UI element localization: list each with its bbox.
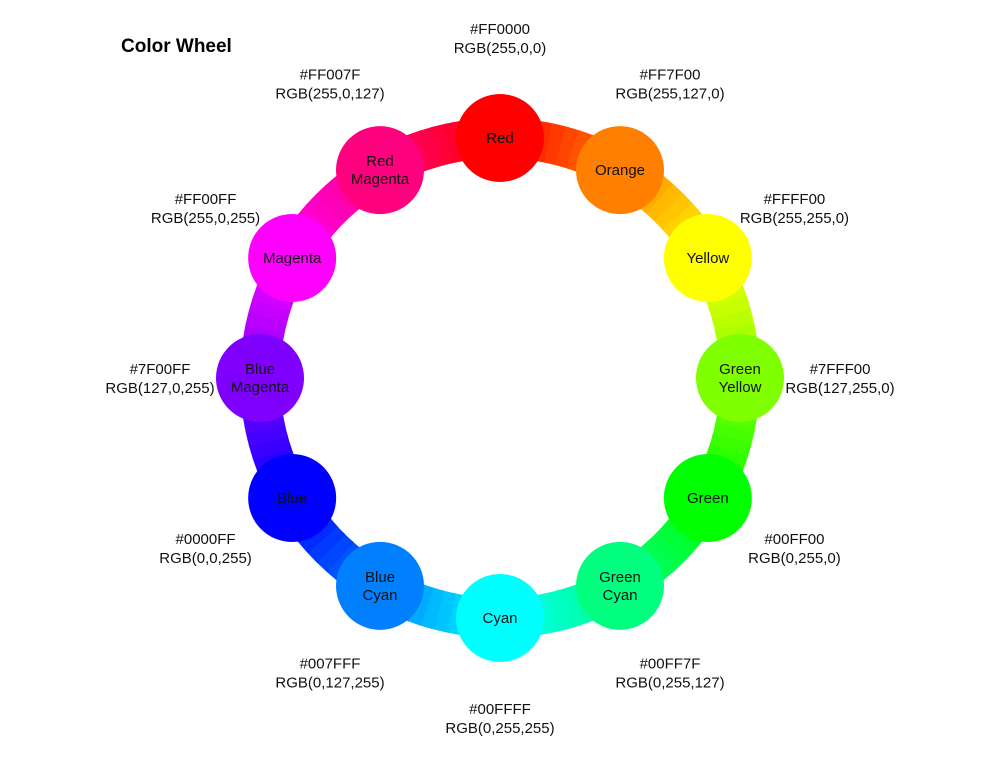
color-node-green-cyan bbox=[576, 541, 664, 630]
rgb-code-blue-magenta: RGB(127,0,255) bbox=[105, 380, 214, 397]
page-title: Color Wheel bbox=[121, 36, 232, 57]
color-name-red-magenta: Red bbox=[366, 153, 394, 170]
rgb-code-red-magenta: RGB(255,0,127) bbox=[275, 86, 384, 103]
color-name-yellow: Yellow bbox=[686, 250, 729, 267]
rgb-code-green-cyan: RGB(0,255,127) bbox=[615, 674, 724, 691]
rgb-code-blue: RGB(0,0,255) bbox=[159, 550, 252, 567]
color-name-green-yellow: Green bbox=[719, 361, 761, 378]
hex-code-blue-cyan: #007FFF bbox=[300, 655, 361, 672]
rgb-code-cyan: RGB(0,255,255) bbox=[445, 720, 554, 737]
color-node-green-yellow bbox=[696, 334, 784, 422]
hex-code-cyan: #00FFFF bbox=[469, 701, 531, 718]
color-name-blue-cyan: Blue bbox=[365, 569, 395, 586]
hex-code-blue-magenta: #7F00FF bbox=[130, 361, 191, 378]
color-node-blue-cyan bbox=[336, 541, 424, 630]
hex-code-green-cyan: #00FF7F bbox=[640, 655, 701, 672]
color-node-blue bbox=[248, 454, 337, 542]
rgb-code-magenta: RGB(255,0,255) bbox=[151, 210, 260, 227]
color-name-green: Green bbox=[687, 490, 729, 507]
color-node-red-magenta bbox=[336, 126, 424, 215]
color-name-magenta: Magenta bbox=[263, 250, 322, 267]
hex-code-orange: #FF7F00 bbox=[640, 67, 701, 84]
rgb-code-green-yellow: RGB(127,255,0) bbox=[785, 380, 894, 397]
color-name-blue: Blue bbox=[277, 490, 307, 507]
color-nodes: RedOrangeYellowGreenYellowGreenGreenCyan… bbox=[216, 94, 784, 662]
hex-code-red: #FF0000 bbox=[470, 21, 530, 38]
color-name-blue-magenta: Blue bbox=[245, 361, 275, 378]
color-name-green-cyan: Green bbox=[599, 569, 641, 586]
color-name-blue-magenta: Magenta bbox=[231, 379, 290, 396]
color-node-orange bbox=[576, 126, 664, 215]
color-name-red: Red bbox=[486, 130, 514, 147]
rgb-code-green: RGB(0,255,0) bbox=[748, 550, 841, 567]
hex-code-magenta: #FF00FF bbox=[175, 191, 237, 208]
color-ring bbox=[240, 118, 760, 638]
color-node-magenta bbox=[248, 214, 337, 302]
color-node-yellow bbox=[663, 214, 752, 302]
rgb-code-red: RGB(255,0,0) bbox=[454, 40, 547, 57]
color-node-cyan bbox=[456, 574, 544, 662]
hex-code-red-magenta: #FF007F bbox=[300, 67, 361, 84]
color-name-cyan: Cyan bbox=[482, 610, 517, 627]
color-node-red bbox=[456, 94, 544, 182]
color-name-green-yellow: Yellow bbox=[719, 379, 762, 396]
color-node-blue-magenta bbox=[216, 334, 304, 422]
rgb-code-blue-cyan: RGB(0,127,255) bbox=[275, 674, 384, 691]
hex-code-yellow: #FFFF00 bbox=[764, 191, 826, 208]
hex-code-green: #00FF00 bbox=[764, 531, 824, 548]
rgb-code-orange: RGB(255,127,0) bbox=[615, 86, 724, 103]
color-name-orange: Orange bbox=[595, 162, 645, 179]
color-name-green-cyan: Cyan bbox=[602, 587, 637, 604]
color-name-red-magenta: Magenta bbox=[351, 171, 410, 188]
hex-code-blue: #0000FF bbox=[176, 531, 236, 548]
color-node-green bbox=[663, 454, 752, 542]
color-name-blue-cyan: Cyan bbox=[362, 587, 397, 604]
hex-code-green-yellow: #7FFF00 bbox=[810, 361, 871, 378]
rgb-code-yellow: RGB(255,255,0) bbox=[740, 210, 849, 227]
